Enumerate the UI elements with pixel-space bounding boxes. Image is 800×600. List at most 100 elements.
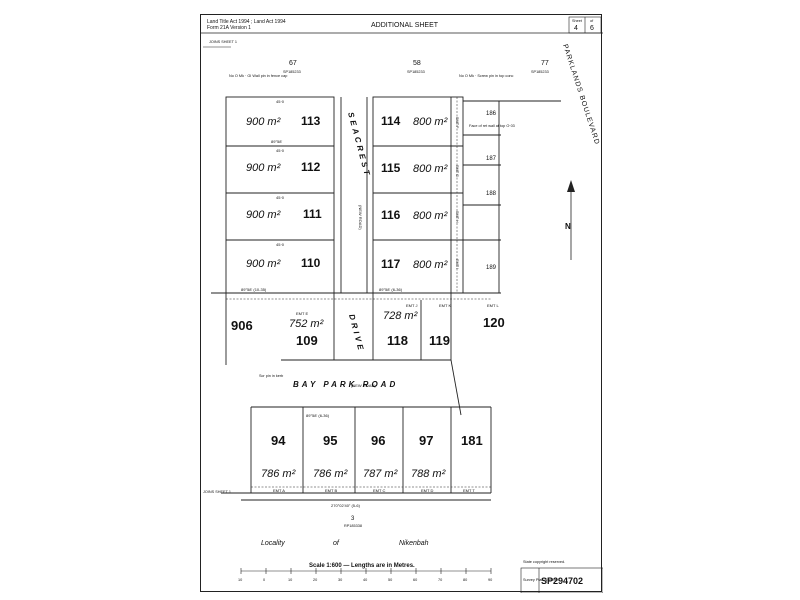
lot-116-area: 800 m² xyxy=(413,210,448,222)
sheet-label: Sheet xyxy=(572,19,583,23)
lot-94-emt: EMT A xyxy=(273,488,285,493)
lot-115-emt: EMT G xyxy=(455,165,459,177)
street-new-road-2: (NEW ROAD) xyxy=(351,383,376,388)
sheet-title: ADDITIONAL SHEET xyxy=(371,22,439,29)
lot-112-number: 112 xyxy=(301,160,321,174)
lot-181-number: 181 xyxy=(461,433,483,448)
lot-110-number: 110 xyxy=(301,256,321,270)
lot-95-number: 95 xyxy=(323,433,337,448)
top-lot-77-plan: SP185233 xyxy=(531,70,549,74)
street-seacrest: SEACREST xyxy=(346,111,372,179)
lot-116-emt: EMT H xyxy=(455,211,459,223)
scale-tick-label: 70 xyxy=(438,578,442,582)
lot-95-area: 786 m² xyxy=(313,468,348,480)
scale-tick-label: 10 xyxy=(288,578,292,582)
lot-110-area: 900 m² xyxy=(246,258,281,270)
top-lot-58: 58 xyxy=(413,60,421,67)
bearing-label-3: 89°58' (10-35) xyxy=(241,287,267,292)
scale-text: Scale 1:600 — Lengths are in Metres. xyxy=(309,563,415,569)
lot-3-plan: RP185338 xyxy=(344,524,362,528)
lot-116-number: 116 xyxy=(381,208,401,222)
lot-189: 189 xyxy=(486,265,497,271)
lot-906-number: 906 xyxy=(231,318,253,333)
joins-top-label: JOINS SHEET 1 xyxy=(209,40,237,44)
act-line-1: Land Title Act 1994 ; Land Act 1994 xyxy=(207,19,286,25)
bearing-label-2: 89°58' (6-36) xyxy=(379,287,403,292)
lot-95-emt: EMT B xyxy=(325,488,337,493)
lot-118-number: 118 xyxy=(387,333,408,348)
lot-3-number: 3 xyxy=(351,516,355,522)
lot-109-area: 752 m² xyxy=(289,318,324,330)
bearing-label-4: 270°02'40" (5-6) xyxy=(331,503,361,508)
lot-113-number: 113 xyxy=(301,114,321,128)
lot-94-number: 94 xyxy=(271,433,286,448)
lot-188: 188 xyxy=(486,191,497,197)
scale-tick-label: 50 xyxy=(388,578,392,582)
plan-number: SP294702 xyxy=(541,576,583,586)
lot-181-emt: EMT T xyxy=(463,488,475,493)
street-drive: DRIVE xyxy=(347,313,366,353)
lot-97-emt: EMT D xyxy=(421,488,433,493)
svg-text:N: N xyxy=(565,222,571,231)
lot-97-number: 97 xyxy=(419,433,433,448)
peg-note-top-left: No O Mk · GI Wall pin in fence cap xyxy=(229,74,287,78)
lot-109-emt: EMT E xyxy=(296,311,308,316)
lot-187: 187 xyxy=(486,156,497,162)
scale-tick-label: 40 xyxy=(363,578,367,582)
lot-111-dim: 45·0 xyxy=(276,195,285,200)
sheet-of-label: of xyxy=(590,19,594,23)
street-bay-park-road: BAY PARK ROAD xyxy=(293,380,398,389)
scale-tick-label: 10 xyxy=(238,578,242,582)
top-lot-67: 67 xyxy=(289,60,297,67)
sheet-total: 6 xyxy=(590,25,594,32)
lot-109-number: 109 xyxy=(296,333,318,348)
lot-117-number: 117 xyxy=(381,257,401,271)
lot-186: 186 xyxy=(486,111,497,117)
scale-tick-label: 90 xyxy=(488,578,492,582)
lot-119-number: 119 xyxy=(429,333,450,348)
locality-word-1: Locality xyxy=(261,540,285,547)
lot-115-area: 800 m² xyxy=(413,163,448,175)
scale-tick-label: 20 xyxy=(313,578,317,582)
plan-number-label: Survey Plan Number xyxy=(523,578,559,582)
lot-94-area: 786 m² xyxy=(261,468,296,480)
lot-112-area: 900 m² xyxy=(246,162,281,174)
lot-117-area: 800 m² xyxy=(413,259,448,271)
scale-tick-label: 60 xyxy=(413,578,417,582)
lot-111-number: 111 xyxy=(303,207,322,221)
kerb-note: Scr pin in kerb xyxy=(259,374,283,378)
lot-118-area: 728 m² xyxy=(383,310,418,322)
scale-tick-label: 0 xyxy=(263,578,265,582)
lot-111-area: 900 m² xyxy=(246,209,281,221)
sheet-number: 4 xyxy=(574,25,578,32)
top-lot-67-plan: SP185233 xyxy=(283,70,301,74)
lot-97-area: 788 m² xyxy=(411,468,446,480)
north-arrow-icon: N xyxy=(565,180,575,260)
lot-110-dim: 45·0 xyxy=(276,242,285,247)
lot-119-emt: EMT K xyxy=(439,303,451,308)
scale-tick-label: 30 xyxy=(338,578,342,582)
peg-note-top-right: No O Mk · Screw pin in top conc xyxy=(459,74,514,78)
lot-120-emt: EMT L xyxy=(487,303,499,308)
lot-96-emt: EMT C xyxy=(373,488,385,493)
lot-96-number: 96 xyxy=(371,433,385,448)
locality-word-2: of xyxy=(333,540,340,547)
street-new-road-1: (NEW ROAD) xyxy=(358,205,363,230)
joins-bottom-label: JOINS SHEET 1 xyxy=(203,490,231,494)
lot-113-dim: 45·0 xyxy=(276,99,285,104)
bearing-label-2b: 89°58' (6-36) xyxy=(306,413,330,418)
lot-115-number: 115 xyxy=(381,161,401,175)
act-line-2: Form 21A Version 1 xyxy=(207,25,251,31)
lot-96-area: 787 m² xyxy=(363,468,398,480)
lot-118-emt: EMT J xyxy=(406,303,417,308)
lot-114-emt: EMT F xyxy=(455,117,459,129)
lot-112-dim: 45·0 xyxy=(276,148,285,153)
lot-114-number: 114 xyxy=(381,114,401,128)
plan-sheet: Land Title Act 1994 ; Land Act 1994 Form… xyxy=(200,14,604,594)
lot-120-number: 120 xyxy=(483,315,505,330)
lot-boundaries xyxy=(211,96,561,501)
top-lot-58-plan: SP185233 xyxy=(407,70,425,74)
lot-note-1: Face of ret wall at top O·03 xyxy=(469,124,515,128)
lot-113-area: 900 m² xyxy=(246,116,281,128)
